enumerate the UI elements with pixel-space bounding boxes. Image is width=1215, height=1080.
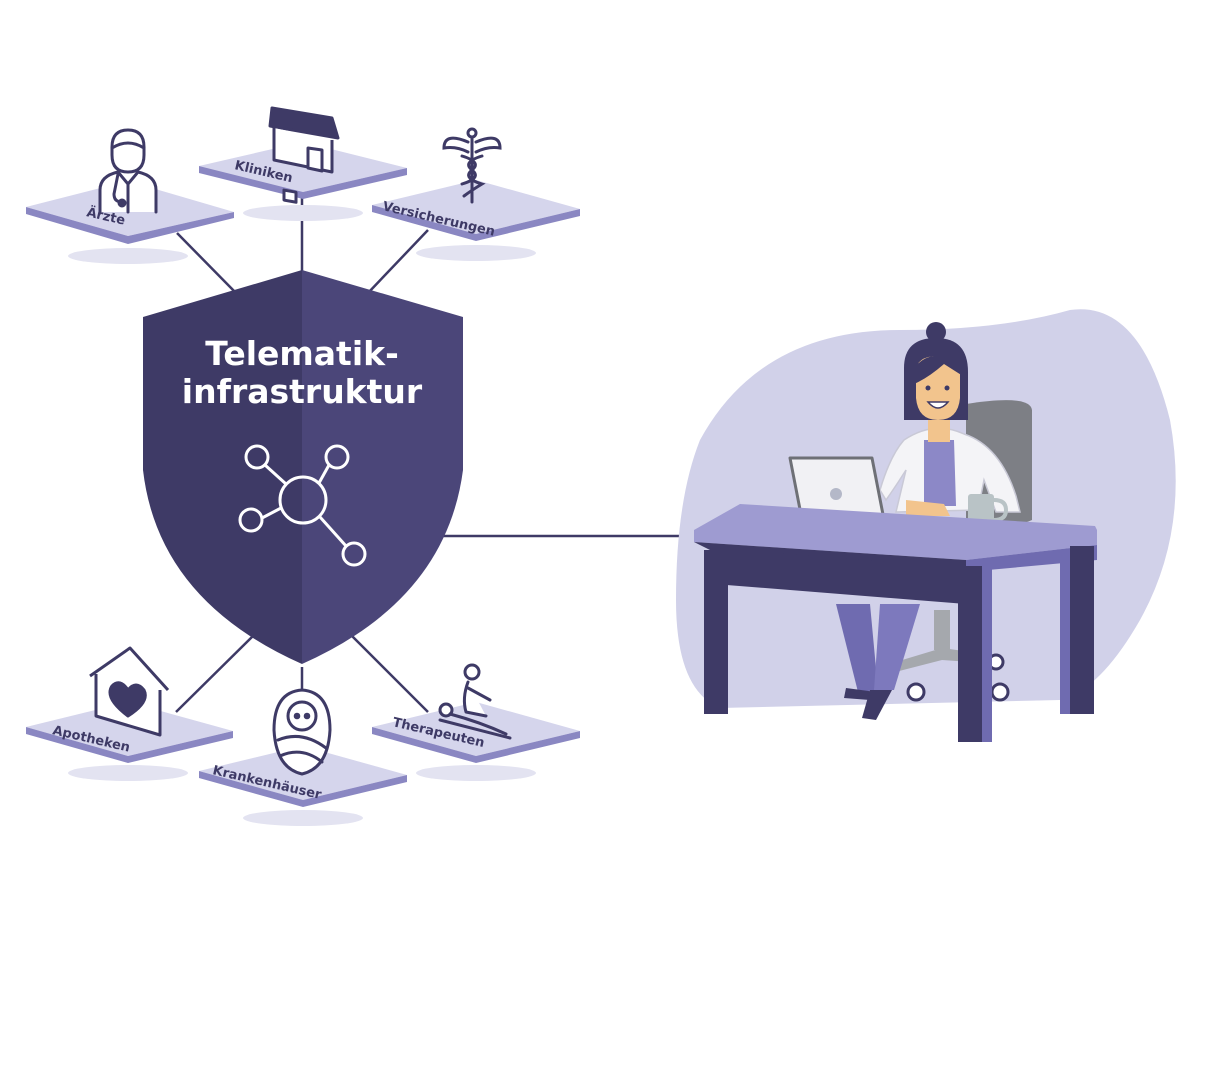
clinic-building-icon xyxy=(268,106,340,204)
tile-apotheken xyxy=(26,702,233,781)
shield-left-half xyxy=(143,270,302,664)
doctor-person xyxy=(836,322,1021,720)
shield xyxy=(143,270,463,664)
tile-versicherungen xyxy=(372,180,580,261)
caduceus-icon xyxy=(442,127,502,204)
network-hub-icon xyxy=(238,444,367,567)
connector-therapeuten xyxy=(349,633,429,713)
house-heart-icon xyxy=(89,646,170,737)
shield-title-line1: Telematik- xyxy=(205,334,399,373)
chair-wheel xyxy=(990,682,1010,702)
connector-apotheken xyxy=(175,633,256,713)
chair-wheel xyxy=(906,682,926,702)
connector-versicherungen xyxy=(367,229,429,294)
desk xyxy=(694,504,1097,742)
doctor-icon xyxy=(98,128,158,214)
shield-right-half xyxy=(302,270,463,664)
shield-title-line2: infrastruktur xyxy=(182,372,423,411)
massage-therapy-icon xyxy=(438,663,512,740)
newborn-baby-icon xyxy=(272,688,332,776)
connector-aerzte xyxy=(176,232,237,294)
